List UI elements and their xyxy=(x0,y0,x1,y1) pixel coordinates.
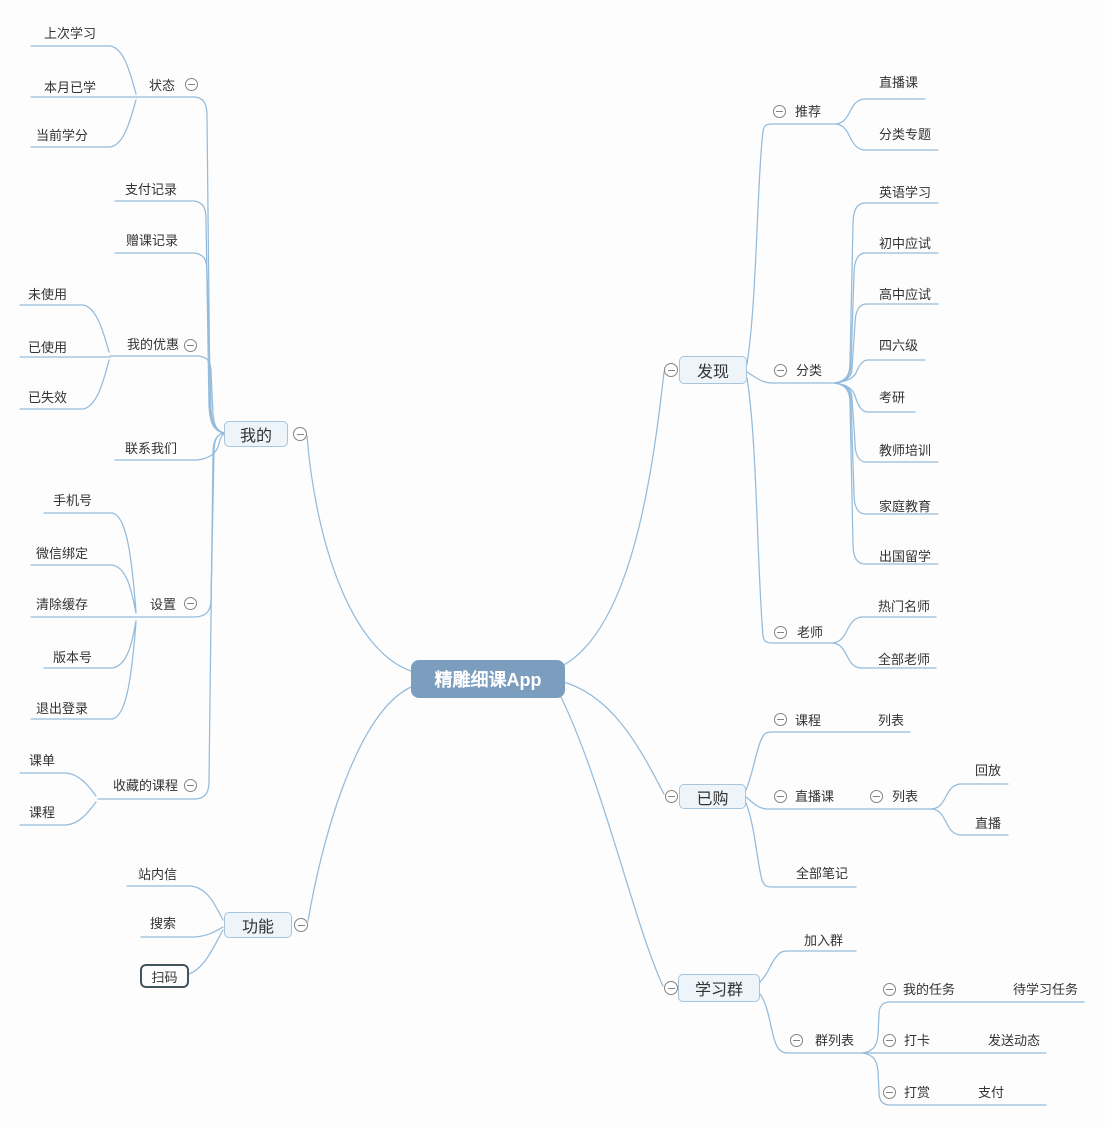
topic-join-group[interactable]: 加入群 xyxy=(804,933,844,948)
collapse-icon-settings[interactable] xyxy=(184,597,197,610)
topic-category-2[interactable]: 高中应试 xyxy=(879,287,932,302)
collapse-icon-groups[interactable] xyxy=(664,981,678,995)
topic-my-tasks[interactable]: 我的任务 xyxy=(903,982,956,997)
topic-group-list[interactable]: 群列表 xyxy=(815,1033,855,1048)
topic-purchased-live-list[interactable]: 列表 xyxy=(892,789,919,804)
collapse-icon-group-list[interactable] xyxy=(790,1034,803,1047)
topic-scan[interactable]: 扫码 xyxy=(140,964,189,988)
collapse-icon-favorites[interactable] xyxy=(184,779,197,792)
topic-status[interactable]: 状态 xyxy=(149,78,176,93)
topic-wechat-bind[interactable]: 微信绑定 xyxy=(36,546,89,561)
collapse-icon-my-tasks[interactable] xyxy=(883,983,896,996)
topic-all-teachers[interactable]: 全部老师 xyxy=(878,652,931,667)
topic-category-6[interactable]: 家庭教育 xyxy=(879,499,932,514)
topic-inbox[interactable]: 站内信 xyxy=(138,867,178,882)
topic-todo-tasks[interactable]: 待学习任务 xyxy=(1013,982,1079,997)
topic-all-notes[interactable]: 全部笔记 xyxy=(796,866,849,881)
topic-purchased-courses-list[interactable]: 列表 xyxy=(878,713,905,728)
topic-live[interactable]: 直播 xyxy=(975,816,1002,831)
topic-month-learned[interactable]: 本月已学 xyxy=(44,80,97,95)
topic-payment-records[interactable]: 支付记录 xyxy=(125,182,178,197)
topic-category-3[interactable]: 四六级 xyxy=(879,338,919,353)
topic-recommend-topics[interactable]: 分类专题 xyxy=(879,127,932,142)
collapse-icon-categories[interactable] xyxy=(774,364,787,377)
topic-coupon-expired[interactable]: 已失效 xyxy=(28,390,68,405)
topic-replay[interactable]: 回放 xyxy=(975,763,1002,778)
topic-favorite-course[interactable]: 课程 xyxy=(29,805,56,820)
root-node[interactable]: 精雕细课App xyxy=(411,660,565,698)
topic-clear-cache[interactable]: 清除缓存 xyxy=(36,597,89,612)
topic-logout[interactable]: 退出登录 xyxy=(36,701,89,716)
topic-recommend-live[interactable]: 直播课 xyxy=(879,75,919,90)
topic-coupon-used[interactable]: 已使用 xyxy=(28,340,68,355)
topic-pay[interactable]: 支付 xyxy=(978,1085,1005,1100)
topic-last-study[interactable]: 上次学习 xyxy=(44,26,97,41)
collapse-icon-purchased-live[interactable] xyxy=(774,790,787,803)
node-my[interactable]: 我的 xyxy=(224,421,288,447)
topic-coupons[interactable]: 我的优惠 xyxy=(127,337,180,352)
collapse-icon-purchased[interactable] xyxy=(665,790,678,803)
collapse-icon-reward[interactable] xyxy=(883,1086,896,1099)
topic-hot-teachers[interactable]: 热门名师 xyxy=(878,599,931,614)
collapse-icon-features[interactable] xyxy=(294,918,308,932)
topic-contact-us[interactable]: 联系我们 xyxy=(125,441,178,456)
topic-gift-records[interactable]: 赠课记录 xyxy=(126,233,179,248)
collapse-icon-purchased-courses[interactable] xyxy=(774,713,787,726)
collapse-icon-discover[interactable] xyxy=(664,363,678,377)
topic-post-update[interactable]: 发送动态 xyxy=(988,1033,1041,1048)
topic-purchased-live[interactable]: 直播课 xyxy=(795,789,835,804)
topic-current-credits[interactable]: 当前学分 xyxy=(36,128,89,143)
topic-checkin[interactable]: 打卡 xyxy=(904,1033,931,1048)
node-purchased[interactable]: 已购 xyxy=(679,784,746,809)
topic-recommend[interactable]: 推荐 xyxy=(795,104,822,119)
collapse-icon-status[interactable] xyxy=(185,78,198,91)
collapse-icon-recommend[interactable] xyxy=(773,105,786,118)
topic-purchased-courses[interactable]: 课程 xyxy=(795,713,822,728)
collapse-icon-purchased-live-list[interactable] xyxy=(870,790,883,803)
collapse-icon-checkin[interactable] xyxy=(883,1034,896,1047)
collapse-icon-coupons[interactable] xyxy=(184,339,197,352)
topic-category-1[interactable]: 初中应试 xyxy=(879,236,932,251)
topic-phone[interactable]: 手机号 xyxy=(53,493,93,508)
collapse-icon-teachers[interactable] xyxy=(774,626,787,639)
node-discover[interactable]: 发现 xyxy=(679,356,747,384)
topic-coupon-unused[interactable]: 未使用 xyxy=(28,287,68,302)
topic-category-4[interactable]: 考研 xyxy=(879,390,906,405)
collapse-icon-my[interactable] xyxy=(293,427,307,441)
topic-teachers[interactable]: 老师 xyxy=(797,625,824,640)
topic-course-list[interactable]: 课单 xyxy=(29,753,56,768)
node-groups[interactable]: 学习群 xyxy=(678,974,760,1002)
node-features[interactable]: 功能 xyxy=(224,912,292,938)
topic-search[interactable]: 搜索 xyxy=(150,916,177,931)
topic-reward[interactable]: 打赏 xyxy=(904,1085,931,1100)
topic-category-7[interactable]: 出国留学 xyxy=(879,549,932,564)
topic-category-0[interactable]: 英语学习 xyxy=(879,185,932,200)
topic-settings[interactable]: 设置 xyxy=(150,597,177,612)
topic-category-5[interactable]: 教师培训 xyxy=(879,443,932,458)
topic-favorites[interactable]: 收藏的课程 xyxy=(113,778,179,793)
topic-categories[interactable]: 分类 xyxy=(796,363,823,378)
topic-version[interactable]: 版本号 xyxy=(53,650,93,665)
